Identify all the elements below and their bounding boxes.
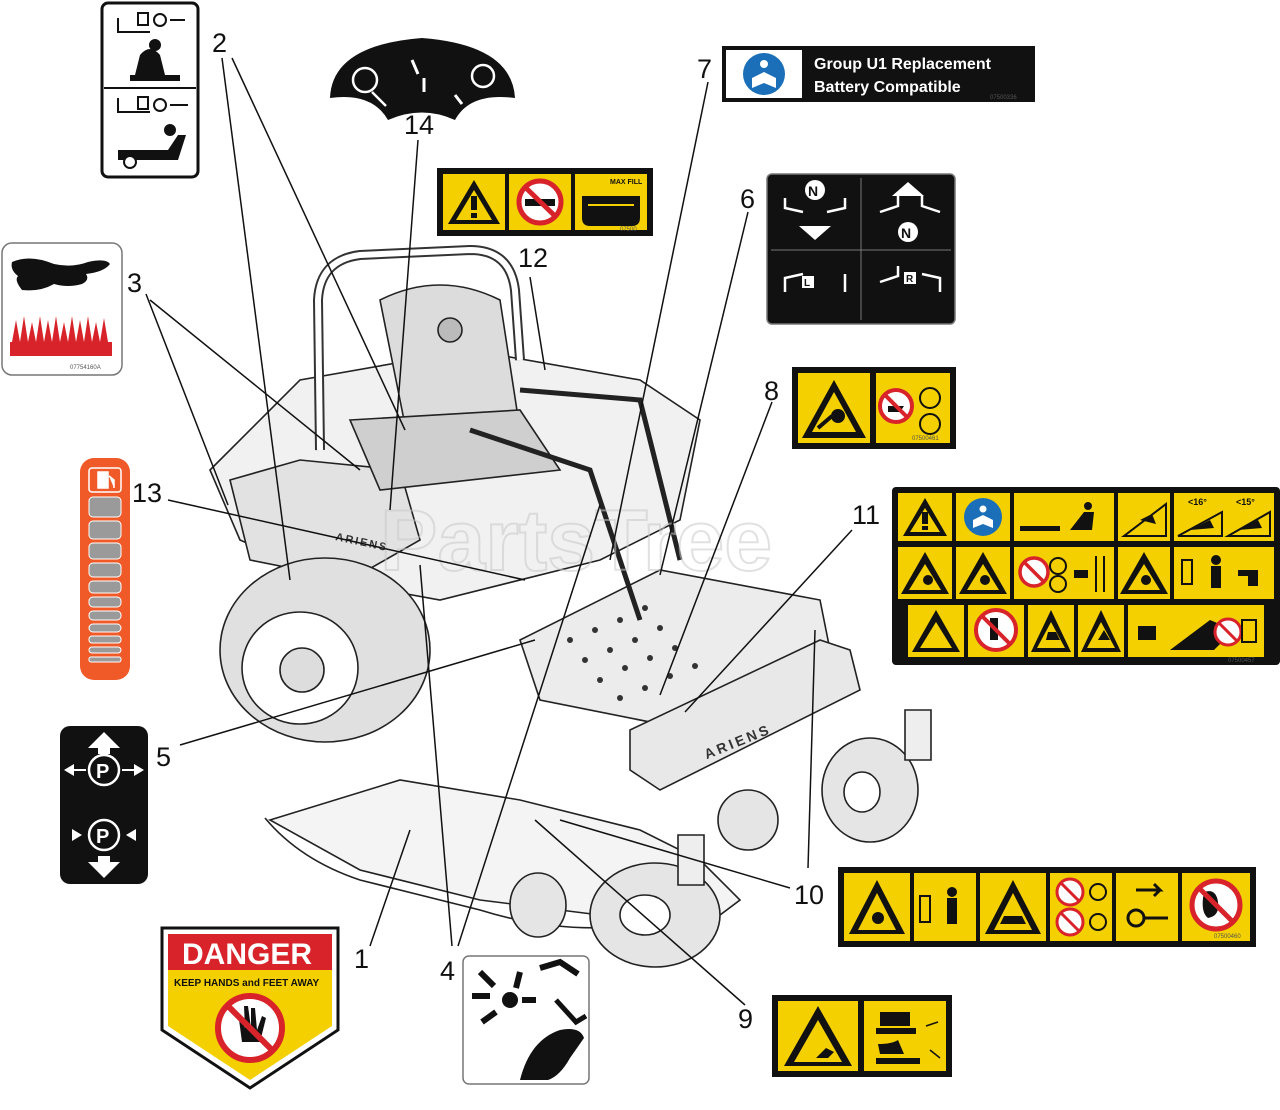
seated-operator-icon — [130, 49, 180, 81]
caster-wheel-small-b — [718, 790, 778, 850]
callout-5: 5 — [156, 742, 171, 772]
decal-parking-brake: P P — [60, 726, 148, 884]
hot-surface-part: 07754160A — [70, 365, 101, 371]
full-indicator-icon — [470, 63, 496, 89]
callout-1: 1 — [354, 944, 369, 974]
hand-icon — [11, 258, 111, 291]
caster-wheel-small-a — [510, 873, 566, 937]
callout-8: 8 — [764, 376, 779, 406]
fender-left — [230, 460, 420, 580]
mower-illustration: ARIENS ARIENS — [210, 250, 931, 967]
battery-line-2: Battery Compatible — [814, 79, 961, 96]
front-frame — [630, 640, 860, 790]
callout-4: 4 — [440, 956, 455, 986]
callout-10: 10 — [794, 880, 824, 910]
arrow-down-icon-6 — [799, 226, 831, 240]
decal-fuel-warning: MAX FILL 07500 — [437, 168, 653, 236]
arrow-up-icon-6 — [892, 182, 924, 196]
decal-deck-warnings: 07500460 — [838, 867, 1256, 947]
callout-13: 13 — [132, 478, 162, 508]
foot-platform-icon — [876, 1012, 916, 1034]
callout-numbers: 1 2 3 4 5 6 7 8 9 10 11 12 13 14 — [127, 28, 880, 1034]
watermark: PartsTree — [380, 493, 772, 589]
hand-hazard-icon — [520, 1029, 584, 1080]
max-fill-text: MAX FILL — [610, 179, 643, 186]
slope-angle-a: <16° — [1188, 497, 1207, 507]
thrown-objects-icon — [849, 880, 1041, 934]
control-lever-left — [470, 430, 640, 620]
fuel-pump-icon — [97, 471, 115, 489]
decal-motion-control: N N L R — [766, 173, 956, 325]
callout-6: 6 — [740, 184, 755, 214]
blade-center-icon — [502, 992, 518, 1008]
callout-3: 3 — [127, 268, 142, 298]
battery-part: 07500336 — [990, 95, 1017, 101]
flames-icon — [10, 316, 112, 356]
slope-angle-b: <15° — [1236, 497, 1255, 507]
danger-title: DANGER — [182, 938, 312, 971]
deck-warnings-part: 07500460 — [1214, 934, 1241, 940]
tipover-icon — [1138, 620, 1234, 650]
seat-back — [380, 285, 520, 450]
arrow-down-icon — [88, 856, 120, 878]
lever-left: L — [804, 278, 810, 289]
rear-wheel-hub — [280, 648, 324, 692]
decal-blade-hazard — [462, 955, 590, 1085]
callout-9: 9 — [738, 1004, 753, 1034]
decal-seat-switch — [100, 1, 200, 179]
rotation-icon — [919, 387, 941, 409]
rops-bar-inner — [318, 250, 520, 450]
decal-battery: Group U1 Replacement Battery Compatible … — [722, 46, 1035, 102]
caster-wheel-right-hub — [844, 772, 880, 812]
operator-warnings-part: 07500457 — [1228, 658, 1255, 664]
decal-operator-warnings: <16° <15° 07500457 — [892, 487, 1280, 665]
lever-neutral-top: N — [808, 183, 818, 199]
decal-fuel-indicator — [330, 38, 515, 120]
lever-neutral-bottom: N — [901, 225, 911, 241]
bystander-icon-10 — [947, 887, 957, 897]
decal-fuel-level — [80, 458, 130, 680]
danger-subtitle: KEEP HANDS and FEET AWAY — [174, 978, 320, 989]
caster-post-right — [905, 710, 931, 760]
callout-14: 14 — [404, 110, 434, 140]
brake-p-bottom: P — [96, 826, 109, 848]
seat-cushion — [350, 410, 560, 490]
arrow-up-icon — [88, 732, 120, 754]
callout-12: 12 — [518, 243, 548, 273]
fuel-warning-part: 07500 — [620, 227, 637, 233]
decal-foot-crush — [772, 995, 952, 1077]
leader-lines — [145, 57, 853, 1006]
footplate-dots — [567, 605, 698, 701]
decal-entanglement: 07500461 — [792, 367, 956, 449]
decal-danger: DANGER KEEP HANDS and FEET AWAY — [160, 926, 340, 1090]
brake-p-top: P — [96, 761, 109, 783]
bystander-icon — [1211, 555, 1221, 565]
callout-7: 7 — [697, 54, 712, 84]
callout-11: 11 — [852, 500, 880, 530]
standing-operator-icon — [118, 135, 186, 160]
key-removal-icon — [1126, 908, 1168, 928]
fuel-level-bars — [88, 496, 122, 663]
empty-indicator-icon — [351, 66, 379, 94]
callout-2: 2 — [212, 28, 227, 58]
control-lever-right — [520, 390, 680, 560]
battery-line-1: Group U1 Replacement — [814, 56, 992, 73]
decal-hot-surface: 07754160A — [1, 242, 123, 376]
fuel-tank-icon — [582, 196, 640, 226]
caster-post-front — [678, 835, 704, 885]
hazard-tri-1 — [901, 552, 1168, 594]
lever-right: R — [906, 274, 914, 285]
operator-seat-icon — [1020, 512, 1094, 531]
seat-logo — [438, 318, 462, 342]
entanglement-part: 07500461 — [912, 436, 939, 442]
